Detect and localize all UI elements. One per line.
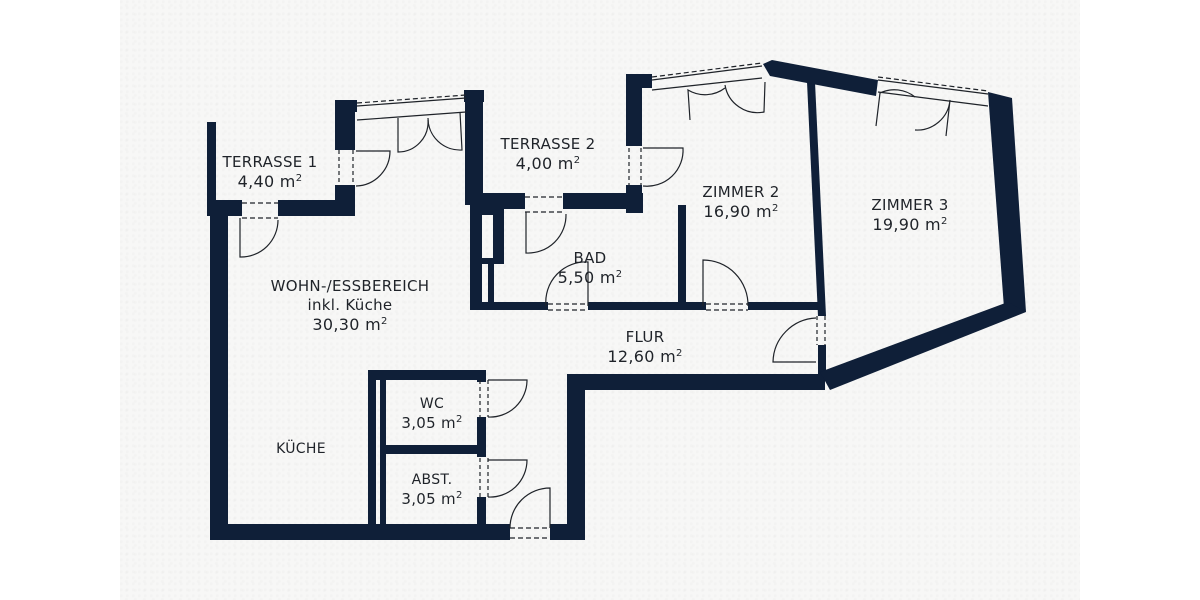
room-name: KÜCHE xyxy=(276,441,326,457)
wall-shaft xyxy=(482,258,504,264)
wall-zimmer2-left xyxy=(626,76,642,146)
wall-segment xyxy=(464,90,484,102)
wall-diagonal xyxy=(820,302,1026,390)
wall-segment xyxy=(368,370,485,380)
walls xyxy=(207,60,1026,540)
paper-background xyxy=(120,0,1080,600)
wall-shaft xyxy=(470,205,482,309)
wall-shaft xyxy=(482,205,504,215)
wall-zimmer-separator xyxy=(807,82,826,316)
wall-wc-abst xyxy=(386,445,483,454)
wall-segment xyxy=(335,185,355,216)
room-area: 3,05 m2 xyxy=(401,489,463,508)
wall-terrasse1-left xyxy=(207,122,216,208)
wall-top-slant xyxy=(763,60,878,96)
room-name: BAD xyxy=(573,249,607,267)
room-label-abstellraum: ABST. 3,05 m2 xyxy=(401,472,462,508)
room-name: ZIMMER 3 xyxy=(871,196,949,214)
room-label-flur: FLUR 12,60 m2 xyxy=(607,328,682,367)
room-name: TERRASSE 1 xyxy=(222,153,318,171)
room-area: 4,40 m2 xyxy=(237,171,303,191)
wall-segment xyxy=(477,370,486,382)
wall-flur-bottom-left xyxy=(567,380,585,540)
room-area: 30,30 m2 xyxy=(312,314,388,334)
wall-flur-bottom xyxy=(567,374,825,390)
room-area: 16,90 m2 xyxy=(703,201,779,221)
wall-bad-right xyxy=(678,205,686,310)
room-subtitle: inkl. Küche xyxy=(307,295,393,314)
wall-shaft xyxy=(493,215,504,260)
wall-shaft xyxy=(488,264,494,309)
wall-bottom xyxy=(210,524,510,540)
room-label-wc: WC 3,05 m2 xyxy=(401,396,462,432)
room-label-terrasse2: TERRASSE 2 4,00 m2 xyxy=(501,135,596,174)
wall-wohn-left xyxy=(210,208,228,540)
wall-segment xyxy=(588,302,706,310)
room-area: 3,05 m2 xyxy=(401,413,463,432)
wall-segment xyxy=(335,100,357,112)
room-label-zimmer2: ZIMMER 2 16,90 m2 xyxy=(702,183,779,222)
room-area: 5,50 m2 xyxy=(557,267,623,287)
room-area: 4,00 m2 xyxy=(515,153,581,173)
wall-segment xyxy=(563,193,643,209)
wall-zimmer3-right xyxy=(988,92,1026,312)
room-name: WC xyxy=(419,396,445,412)
wall-segment xyxy=(818,345,826,380)
wall-segment xyxy=(626,74,652,88)
room-name: TERRASSE 2 xyxy=(500,135,596,153)
wall-segment xyxy=(626,185,642,213)
room-label-bad: BAD 5,50 m2 xyxy=(558,249,623,288)
wall-column xyxy=(465,90,483,205)
room-label-kueche: KÜCHE xyxy=(276,441,326,459)
wall-segment xyxy=(477,417,486,457)
wall-segment xyxy=(368,370,376,540)
room-name: FLUR xyxy=(625,328,665,346)
room-area: 19,90 m2 xyxy=(872,214,948,234)
room-name: WOHN-/ESSBEREICH xyxy=(270,277,430,295)
wall-segment xyxy=(380,370,386,530)
wall-segment xyxy=(470,302,548,310)
wall-segment xyxy=(335,104,355,150)
room-name: ZIMMER 2 xyxy=(702,183,780,201)
room-label-terrasse1: TERRASSE 1 4,40 m2 xyxy=(223,153,318,192)
room-name: ABST. xyxy=(411,472,453,488)
room-area: 12,60 m2 xyxy=(607,346,683,366)
wall-segment xyxy=(477,497,486,540)
room-label-wohn-essbereich: WOHN-/ESSBEREICH inkl. Küche 30,30 m2 xyxy=(271,277,430,335)
doors-windows xyxy=(239,62,989,539)
room-label-zimmer3: ZIMMER 3 19,90 m2 xyxy=(871,196,948,235)
wall-segment xyxy=(748,302,818,310)
